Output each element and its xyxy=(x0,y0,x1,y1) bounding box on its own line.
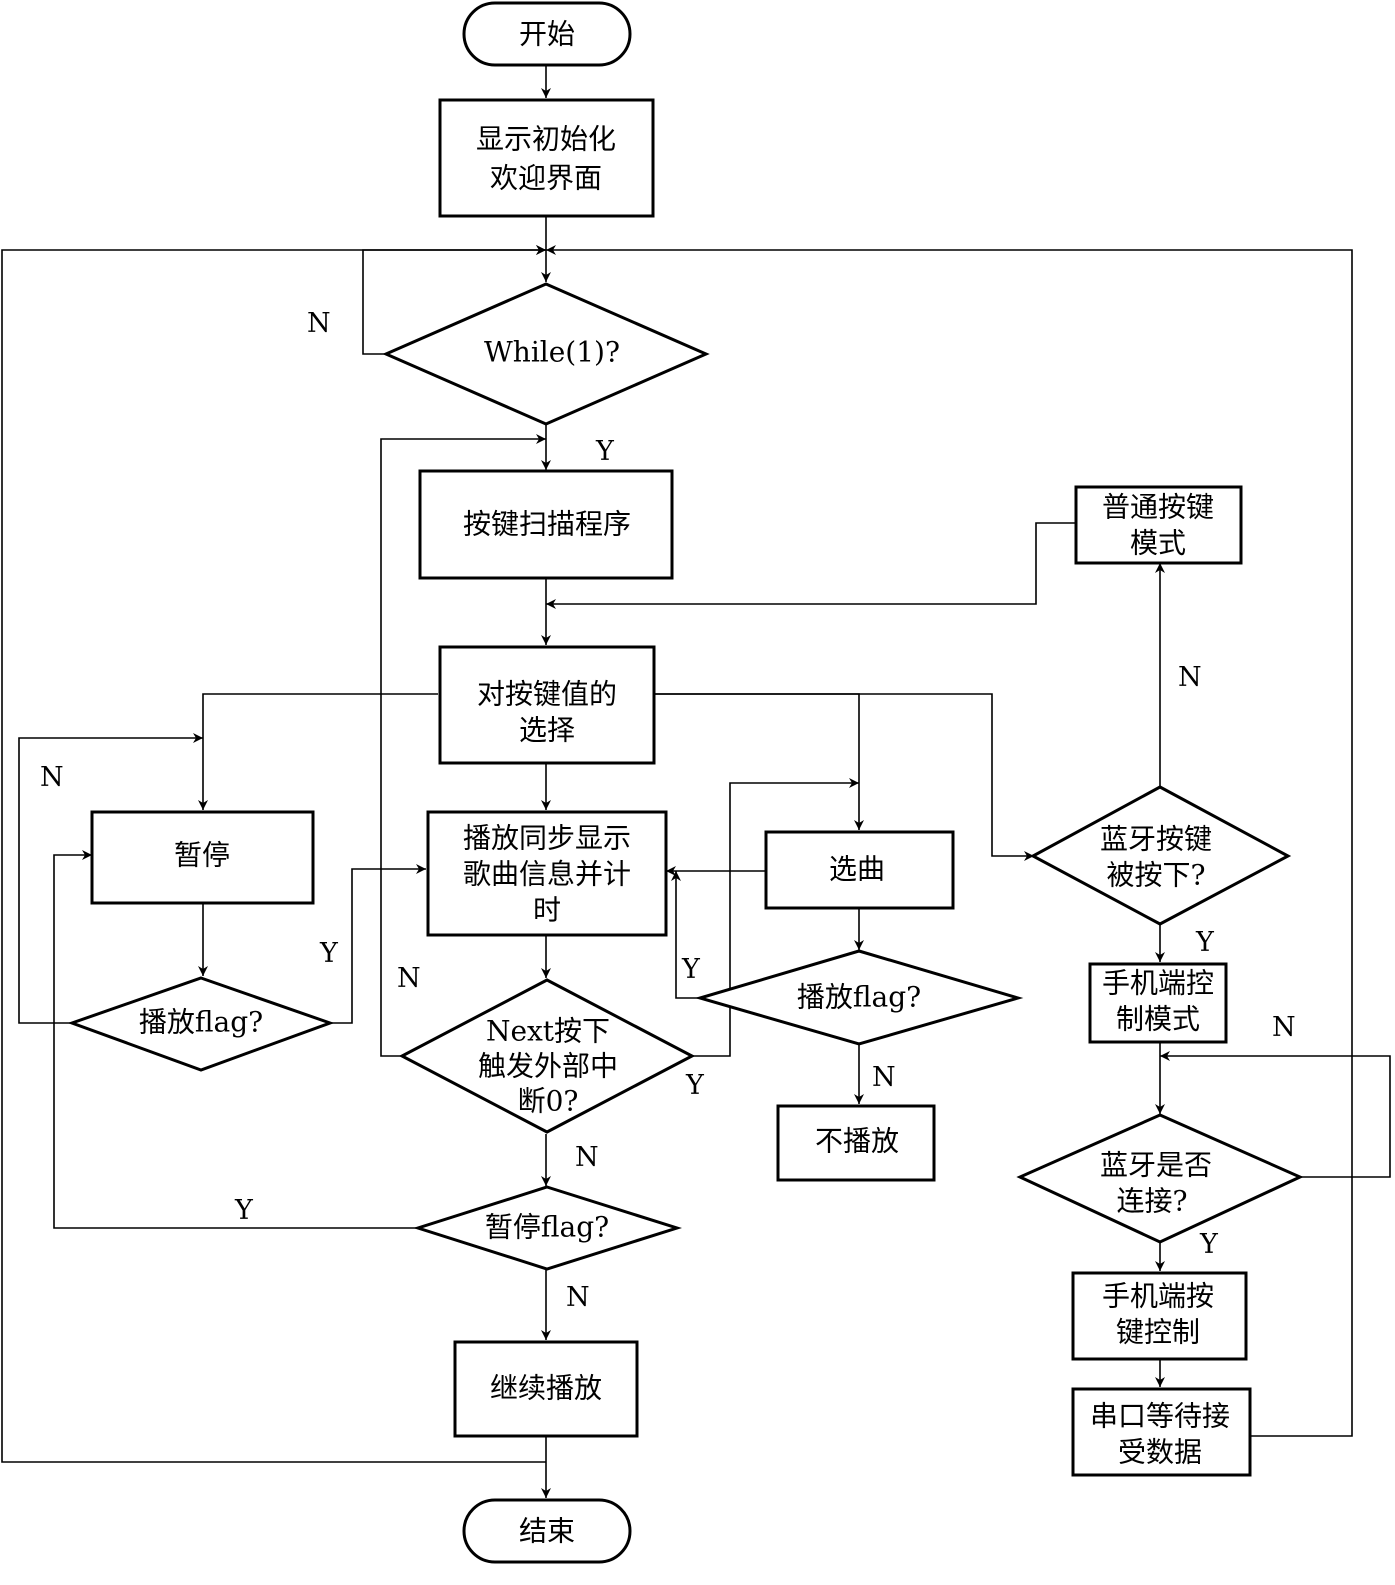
continue-play-node: 继续播放 xyxy=(453,1340,639,1438)
edge-play-flag-left-n xyxy=(18,733,203,1024)
phone-key-node: 手机端按 键控制 xyxy=(1071,1271,1248,1361)
edge-select-choose xyxy=(654,693,864,830)
edge-label-next-y: Y xyxy=(685,1070,705,1101)
bt-pressed-line-2: 被按下? xyxy=(1106,859,1205,892)
edge-label-next-n-left: N xyxy=(397,963,421,994)
edge-bt-connected-n xyxy=(1160,1051,1391,1178)
edge-label-bt-pressed-n: N xyxy=(1178,662,1202,693)
edge-normal-mode-return xyxy=(546,522,1076,609)
edge-label-pause-loop-n: N xyxy=(40,762,64,793)
phone-mode-node: 手机端控 制模式 xyxy=(1088,962,1228,1044)
play-sync-node: 播放同步显示 歌曲信息并计 时 xyxy=(426,810,668,937)
connectors xyxy=(1,65,1391,1498)
bt-connected-decision: 蓝牙是否 连接? xyxy=(1016,1113,1304,1244)
edge-pause-flag-y xyxy=(53,850,418,1229)
normal-mode-line-1: 普通按键 xyxy=(1102,491,1214,524)
play-sync-line-1: 播放同步显示 xyxy=(463,822,631,855)
edge-label-bt-connected-n: N xyxy=(1272,1012,1296,1043)
start-label: 开始 xyxy=(519,18,575,51)
edge-label-next-n-down: N xyxy=(575,1142,599,1173)
pause-node: 暂停 xyxy=(90,810,315,905)
init-line-2: 欢迎界面 xyxy=(490,162,602,195)
bt-pressed-decision: 蓝牙按键 被按下? xyxy=(1029,785,1292,926)
play-flag-mid-decision: 播放flag? xyxy=(694,949,1024,1046)
scan-label: 按键扫描程序 xyxy=(463,508,631,541)
bt-connected-line-1: 蓝牙是否 xyxy=(1100,1149,1212,1182)
phone-mode-line-1: 手机端控 xyxy=(1102,967,1214,1000)
serial-wait-node: 串口等待接 受数据 xyxy=(1071,1387,1252,1477)
play-sync-line-2: 歌曲信息并计 xyxy=(463,858,631,891)
play-sync-line-3: 时 xyxy=(533,894,561,927)
edge-labels: N Y N Y N Y N Y N Y N N Y N Y xyxy=(40,308,1296,1313)
edge-select-bt xyxy=(654,693,1034,861)
select-key-line-2: 选择 xyxy=(519,714,575,747)
edge-label-play-flag-mid-y: Y xyxy=(681,954,701,985)
next-int-line-2: 触发外部中 xyxy=(478,1050,618,1083)
next-int-decision: Next按下 触发外部中 断0? xyxy=(398,978,696,1134)
serial-wait-line-2: 受数据 xyxy=(1118,1436,1202,1469)
no-play-node: 不播放 xyxy=(776,1104,936,1182)
edge-select-pause xyxy=(198,693,438,810)
init-line-1: 显示初始化 xyxy=(476,123,616,156)
select-key-node: 对按键值的 选择 xyxy=(438,645,656,765)
edge-label-play-flag-mid-n: N xyxy=(872,1062,896,1093)
edge-serial-outer-loop xyxy=(546,245,1353,1437)
no-play-label: 不播放 xyxy=(815,1125,899,1158)
while-label: While(1)? xyxy=(484,336,620,369)
play-flag-left-label: 播放flag? xyxy=(139,1006,263,1039)
edge-label-bt-pressed-y: Y xyxy=(1195,927,1215,958)
edge-label-pause-flag-n: N xyxy=(566,1282,590,1313)
start-node: 开始 xyxy=(462,1,632,67)
pause-label: 暂停 xyxy=(174,839,230,872)
choose-song-label: 选曲 xyxy=(829,853,885,886)
bt-pressed-line-1: 蓝牙按键 xyxy=(1100,823,1212,856)
normal-mode-line-2: 模式 xyxy=(1130,527,1186,560)
scan-node: 按键扫描程序 xyxy=(418,469,674,580)
edge-play-flag-left-y xyxy=(330,864,426,1024)
edge-outer-left-loop xyxy=(1,245,546,1463)
end-node: 结束 xyxy=(462,1498,632,1564)
continue-play-label: 继续播放 xyxy=(490,1372,602,1405)
edge-label-pause-flag-y: Y xyxy=(234,1195,254,1226)
phone-key-line-2: 键控制 xyxy=(1116,1316,1200,1349)
end-label: 结束 xyxy=(519,1515,575,1548)
edge-next-y xyxy=(692,778,859,1057)
edge-label-play-flag-left-y: Y xyxy=(319,938,339,969)
edge-next-n-loop xyxy=(380,434,546,1057)
bt-connected-line-2: 连接? xyxy=(1116,1185,1187,1218)
normal-mode-node: 普通按键 模式 xyxy=(1074,485,1243,565)
next-int-line-1: Next按下 xyxy=(486,1015,610,1048)
phone-key-line-1: 手机端按 xyxy=(1102,1280,1214,1313)
choose-song-node: 选曲 xyxy=(764,830,955,910)
next-int-line-3: 断0? xyxy=(518,1085,579,1118)
play-flag-left-decision: 播放flag? xyxy=(67,976,335,1072)
play-flag-mid-label: 播放flag? xyxy=(797,981,921,1014)
phone-mode-line-2: 制模式 xyxy=(1116,1003,1200,1036)
init-node: 显示初始化 欢迎界面 xyxy=(438,98,655,218)
while-decision: While(1)? xyxy=(382,282,710,426)
edge-label-bt-connected-y: Y xyxy=(1199,1229,1219,1260)
select-key-line-1: 对按键值的 xyxy=(477,678,617,711)
serial-wait-line-1: 串口等待接 xyxy=(1090,1400,1230,1433)
pause-flag-decision: 暂停flag? xyxy=(413,1185,682,1271)
pause-flag-label: 暂停flag? xyxy=(485,1211,609,1244)
edge-label-while-n: N xyxy=(307,308,331,339)
edge-label-while-y: Y xyxy=(595,436,615,467)
